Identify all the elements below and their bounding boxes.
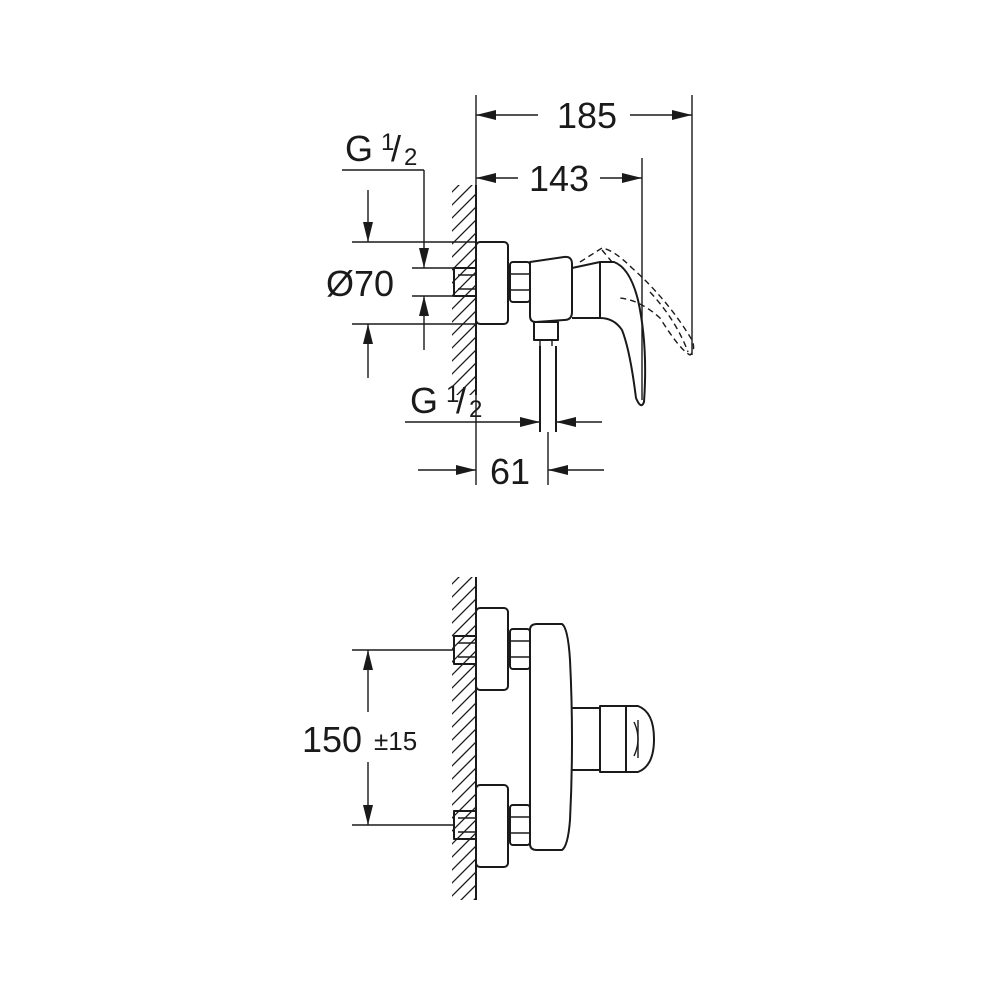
inlet-lower bbox=[453, 784, 531, 868]
thread-numerator-bottom: 1 bbox=[446, 381, 459, 408]
hatch-line bbox=[452, 715, 476, 741]
mixer-body bbox=[529, 255, 573, 323]
hatch-line bbox=[452, 349, 476, 375]
thread-slash-top: / bbox=[391, 128, 401, 169]
hatch-line bbox=[456, 375, 476, 395]
hatch-line bbox=[452, 611, 476, 637]
hatch-line bbox=[452, 598, 476, 624]
thread-slash-bottom: / bbox=[456, 380, 466, 421]
hatch-line bbox=[452, 780, 476, 806]
hatch-line bbox=[452, 689, 476, 715]
wall-hatching-bottom bbox=[450, 547, 476, 950]
hatch-line bbox=[450, 924, 476, 950]
wall-rosette bbox=[475, 241, 509, 325]
hatch-line bbox=[452, 193, 476, 219]
hatch-line bbox=[452, 767, 476, 793]
hatch-line bbox=[452, 754, 476, 780]
dimension-thread-bottom: G 1 / 2 bbox=[405, 380, 602, 427]
thread-denominator-top: 2 bbox=[404, 144, 417, 171]
hatch-line bbox=[452, 297, 476, 323]
top-view: 150 ±15 bbox=[302, 547, 655, 950]
hose bbox=[539, 346, 557, 432]
thread-letter-top: G bbox=[345, 128, 373, 169]
dimension-label-185: 185 bbox=[557, 95, 617, 136]
dimension-diameter: Ø70 bbox=[326, 190, 476, 378]
thread-numerator-top: 1 bbox=[381, 129, 394, 156]
hatch-line bbox=[452, 663, 476, 689]
dimension-label-143: 143 bbox=[529, 158, 589, 199]
hatch-line bbox=[452, 858, 476, 884]
hatch-line bbox=[452, 702, 476, 728]
hatch-line bbox=[469, 388, 476, 395]
hatch-line bbox=[452, 819, 476, 845]
lever-handle-open-position bbox=[579, 247, 695, 356]
hatch-line bbox=[452, 185, 460, 193]
wall-bottom bbox=[450, 547, 477, 950]
hatch-line bbox=[452, 585, 476, 611]
dimension-label-61: 61 bbox=[490, 451, 530, 492]
side-view: 185 143 G 1 / 2 bbox=[326, 95, 695, 492]
hatch-line bbox=[450, 547, 476, 573]
hatch-line bbox=[452, 362, 476, 388]
thread-label-top: G bbox=[345, 128, 373, 169]
dimension-thread-top: G 1 / 2 bbox=[342, 128, 454, 350]
hatch-line bbox=[473, 897, 476, 900]
hatch-line bbox=[452, 832, 476, 858]
hatch-line bbox=[452, 741, 476, 767]
hatch-line bbox=[452, 323, 476, 349]
hatch-line bbox=[452, 728, 476, 754]
dimension-61: 61 bbox=[418, 395, 604, 492]
mixer-body-top-view bbox=[529, 623, 573, 851]
hatch-line bbox=[452, 185, 473, 206]
thread-letter-bottom: G bbox=[410, 380, 438, 421]
hatch-line bbox=[452, 871, 476, 897]
cartridge-housing bbox=[572, 705, 655, 773]
hatch-line bbox=[452, 206, 476, 232]
hatch-line bbox=[452, 577, 460, 585]
inlet-upper bbox=[453, 607, 531, 691]
dimension-tolerance: ±15 bbox=[374, 726, 417, 756]
dimension-150: 150 ±15 bbox=[302, 649, 454, 826]
threaded-connector bbox=[453, 267, 477, 297]
lever-handle bbox=[571, 261, 647, 407]
hatch-line bbox=[452, 232, 476, 258]
hatch-line bbox=[452, 676, 476, 702]
hex-nut bbox=[509, 261, 531, 303]
hatch-line bbox=[452, 577, 473, 598]
hatch-line bbox=[452, 845, 476, 871]
dimension-label-diameter: Ø70 bbox=[326, 263, 394, 304]
dimension-label-150: 150 bbox=[302, 719, 362, 760]
outlet-stub bbox=[533, 321, 559, 346]
hatch-line bbox=[452, 336, 476, 362]
dimension-185: 185 bbox=[475, 95, 693, 355]
hatch-line bbox=[450, 155, 476, 181]
hatch-line bbox=[450, 911, 476, 937]
hatch-line bbox=[460, 884, 476, 900]
dimension-143: 143 bbox=[476, 158, 643, 400]
